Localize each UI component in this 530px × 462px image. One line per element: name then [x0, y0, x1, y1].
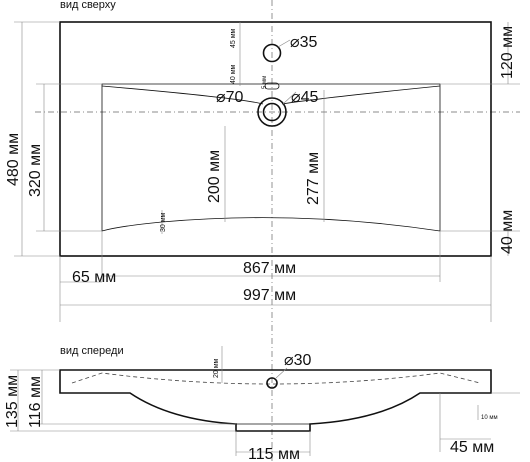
drain-width-label: 115 мм — [248, 446, 300, 462]
lip-height-label: 10 мм — [481, 415, 498, 421]
overflow-hole — [266, 377, 278, 389]
tap-hole-diameter: ⌀35 — [290, 34, 318, 51]
left-offset-label: 65 мм — [72, 269, 116, 286]
body-height-label: 116 мм — [27, 376, 44, 428]
front-curve-label: 30 мм — [160, 212, 167, 232]
top-view-title: вид сверху — [60, 0, 116, 11]
drain-gap-label: 5 мм — [262, 76, 268, 89]
drain-inner-ring — [262, 102, 282, 122]
total-height-label: 135 мм — [4, 375, 21, 428]
back-margin-label: 120 мм — [499, 26, 516, 79]
front-view-inner-profile — [71, 372, 481, 385]
bowl-slope-line — [101, 85, 264, 105]
bowl-depth-label: 320 мм — [27, 144, 44, 197]
overall-width-label: 997 мм — [243, 287, 296, 304]
basin-outer-outline — [59, 21, 492, 257]
bowl-depth-center-label: 200 мм — [206, 150, 223, 203]
overflow-slot — [264, 82, 280, 90]
drain-outer-diameter: ⌀70 — [216, 89, 244, 106]
tap-offset-label: 45 мм — [230, 28, 237, 48]
drain-leader — [282, 91, 297, 105]
rim-offset-label: 20 мм — [213, 358, 220, 378]
bowl-depth-max-label: 277 мм — [305, 152, 322, 205]
bowl-slope-line-right — [281, 85, 441, 105]
overflow-hole-diameter: ⌀30 — [284, 352, 312, 369]
overflow-offset-label: 40 мм — [230, 64, 237, 84]
front-margin-label: 40 мм — [499, 210, 516, 254]
drain-inner-diameter: ⌀45 — [291, 89, 319, 106]
edge-offset-label: 45 мм — [450, 439, 494, 456]
tap-hole-leader — [277, 39, 291, 48]
overflow-hole-leader — [275, 367, 288, 379]
overall-depth-label: 480 мм — [5, 133, 22, 186]
bowl-outline — [101, 83, 441, 232]
front-view-title: вид спереди — [60, 345, 124, 357]
bowl-width-label: 867 мм — [243, 260, 296, 277]
drain-outer-ring — [257, 97, 287, 127]
tap-hole — [262, 43, 282, 63]
